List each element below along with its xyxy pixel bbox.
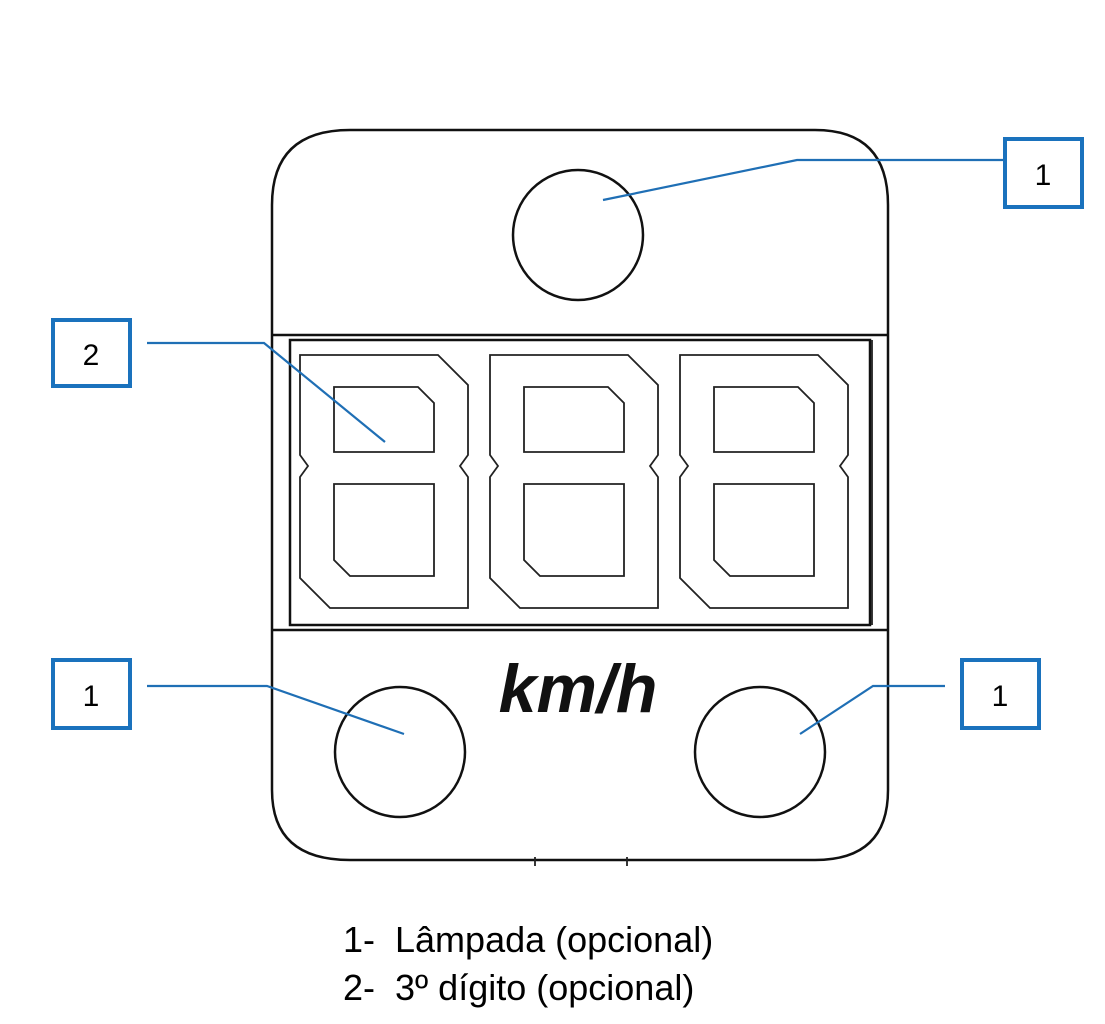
seven-segment-digits	[299, 354, 849, 609]
leader-line-bottom-right-lamp	[799, 684, 945, 735]
callout-bottom-right-lamp: 1	[960, 658, 1041, 730]
legend: 1- Lâmpada (opcional) 2- 3º dígito (opci…	[343, 919, 713, 1008]
leader-line-bottom-left-lamp	[147, 684, 405, 736]
callout-digit: 2	[51, 318, 132, 388]
digit-1	[299, 354, 469, 609]
bottom-left-lamp	[333, 685, 467, 819]
top-lamp	[511, 168, 645, 302]
leader-line-top-lamp	[602, 158, 1003, 202]
callout-bottom-right-lamp-label: 1	[992, 680, 1009, 713]
digit-3	[679, 354, 849, 609]
legend-item-2: 2- 3º dígito (opcional)	[343, 967, 694, 1008]
callout-top-lamp-label: 1	[1035, 159, 1052, 192]
callout-top-lamp: 1	[1003, 137, 1084, 209]
callout-digit-label: 2	[83, 339, 100, 372]
callout-bottom-left-lamp-label: 1	[83, 680, 100, 713]
unit-label: km/h	[499, 651, 658, 727]
callout-bottom-left-lamp: 1	[51, 658, 132, 730]
legend-item-1: 1- Lâmpada (opcional)	[343, 919, 713, 960]
digit-2	[489, 354, 659, 609]
display-band	[272, 333, 888, 632]
device-body	[270, 128, 890, 866]
leader-lines	[147, 158, 1003, 736]
bottom-right-lamp	[693, 685, 827, 819]
leader-line-digit	[147, 341, 386, 443]
